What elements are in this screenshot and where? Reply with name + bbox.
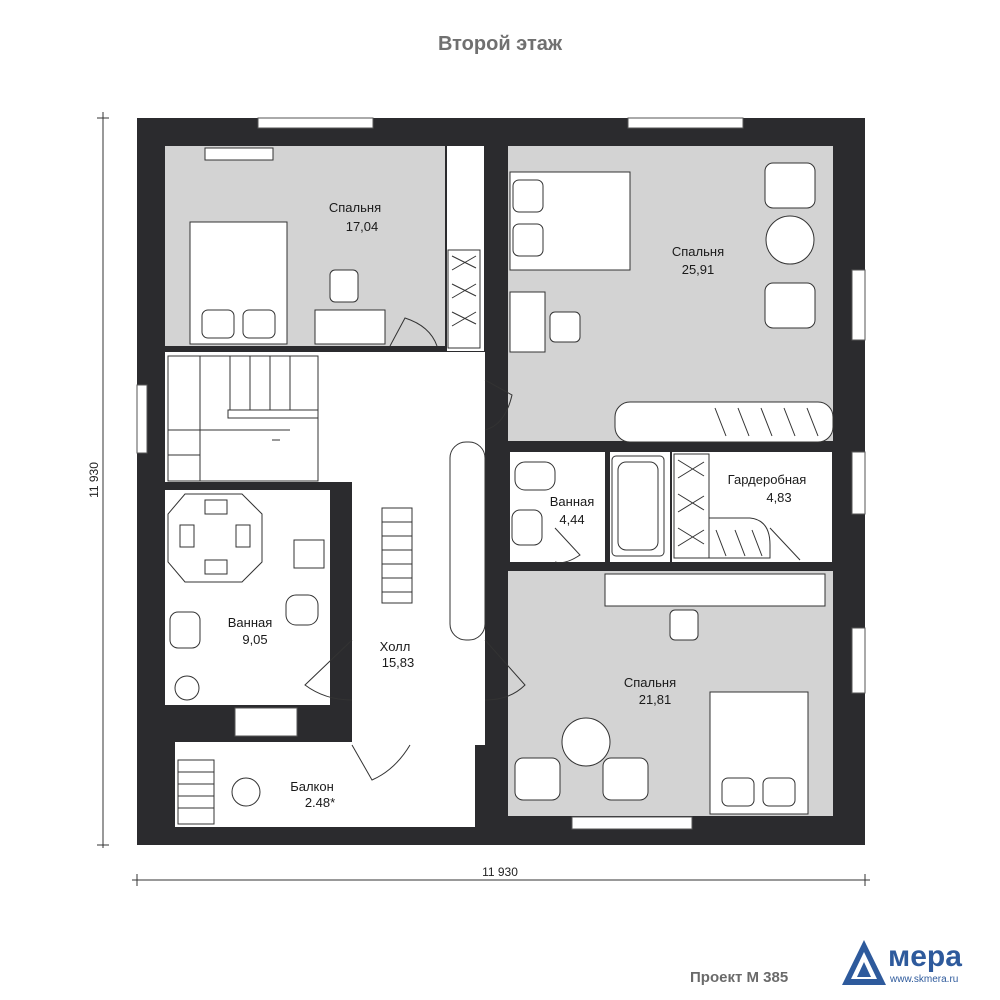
bath-left-fixtures xyxy=(167,493,325,701)
door-swings xyxy=(304,317,801,781)
dimension-width-label: 11 930 xyxy=(482,865,518,879)
logo-text: мера xyxy=(888,940,962,973)
logo-mark-icon xyxy=(842,940,886,985)
window-top-left xyxy=(257,117,374,129)
window-top-right xyxy=(627,117,744,129)
dimension-horizontal xyxy=(132,874,870,886)
closet-hangers xyxy=(447,249,481,349)
bath-left-area: 9,05 xyxy=(242,632,267,647)
bedroom3-furniture xyxy=(514,573,826,815)
balcony-area: 2.48* xyxy=(305,795,335,810)
hall-name: Холл xyxy=(380,639,411,654)
bedroom1-name: Спальня xyxy=(329,200,381,215)
bath-right-fixtures xyxy=(511,455,665,557)
window-right-bedroom2 xyxy=(851,269,866,341)
balcony-floor xyxy=(175,742,475,827)
staircase xyxy=(167,355,319,482)
wardrobe-hangers xyxy=(673,453,771,559)
wardrobe-area: 4,83 xyxy=(766,490,791,505)
window-left-stair xyxy=(136,384,148,454)
hall-cabinet xyxy=(449,441,486,641)
bath-right-name: Ванная xyxy=(550,494,595,509)
bedroom3-area: 21,81 xyxy=(639,692,672,707)
page-title: Второй этаж xyxy=(438,33,563,55)
bath-right-area: 4,44 xyxy=(559,512,584,527)
window-bottom-bedroom3 xyxy=(571,816,693,830)
bedroom2-name: Спальня xyxy=(672,244,724,259)
window-right-wardrobe xyxy=(851,451,866,515)
bedroom2-furniture xyxy=(509,162,834,443)
balcony-name: Балкон xyxy=(290,779,334,794)
window-right-bedroom3 xyxy=(851,627,866,694)
bath-left-name: Ванная xyxy=(228,615,273,630)
attic-ladder xyxy=(381,507,413,604)
bedroom3-name: Спальня xyxy=(624,675,676,690)
window-bath-left xyxy=(234,707,298,737)
wardrobe-name: Гардеробная xyxy=(728,472,807,487)
dimension-vertical xyxy=(97,112,109,848)
dimension-height-label: 11 930 xyxy=(87,462,101,498)
bedroom1-furniture xyxy=(189,147,386,345)
bedroom1-area: 17,04 xyxy=(346,219,379,234)
bedroom2-area: 25,91 xyxy=(682,262,715,277)
project-label: Проект М 385 xyxy=(690,969,788,986)
hall-area: 15,83 xyxy=(382,655,415,670)
logo-url: www.skmera.ru xyxy=(889,974,958,985)
balcony-furniture xyxy=(177,759,261,825)
